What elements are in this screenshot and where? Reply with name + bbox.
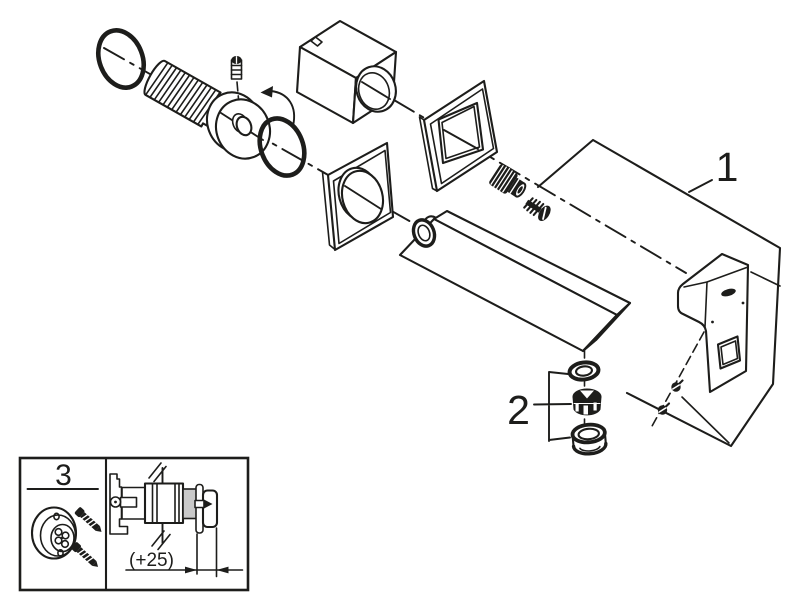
fixing-screw: [523, 197, 551, 222]
bracket-screw: [671, 379, 684, 392]
axis-bracket-screws: [650, 331, 705, 429]
inset-flange: [30, 506, 78, 560]
dimension-extension-lines: [196, 527, 218, 578]
round-escutcheon: [321, 141, 395, 252]
callout-3-label: 3: [55, 459, 72, 492]
stop-knob: [489, 164, 527, 198]
spout: [398, 209, 632, 353]
inset-screw: [74, 507, 102, 532]
callout-part-2: 2: [507, 371, 572, 442]
inset-screw: [71, 542, 99, 567]
aerator-insert: [572, 388, 602, 416]
mounting-bracket: [650, 252, 750, 429]
bracket-slot: [721, 288, 736, 297]
o-ring-small: [257, 116, 307, 178]
inset-valve-section: (+25): [109, 462, 244, 578]
callout-2-label: 2: [507, 387, 530, 433]
aerator-set: [567, 348, 608, 456]
aerator-housing: [570, 422, 608, 456]
o-ring-large: [96, 28, 146, 90]
dimension-label: (+25): [129, 550, 174, 571]
rough-in-cover-plane: [536, 138, 782, 448]
callout-part-1: 1: [688, 144, 739, 193]
square-escutcheon: [418, 79, 499, 193]
rotation-arrow-icon: [260, 86, 295, 127]
aerator-washer: [567, 360, 601, 382]
set-screw: [230, 56, 243, 100]
mixer-box-cover: [295, 19, 398, 125]
inset-panel: 3: [18, 456, 250, 592]
wall-hatching: [148, 462, 171, 551]
bracket-screw: [657, 402, 671, 415]
callout-1-label: 1: [716, 144, 739, 190]
